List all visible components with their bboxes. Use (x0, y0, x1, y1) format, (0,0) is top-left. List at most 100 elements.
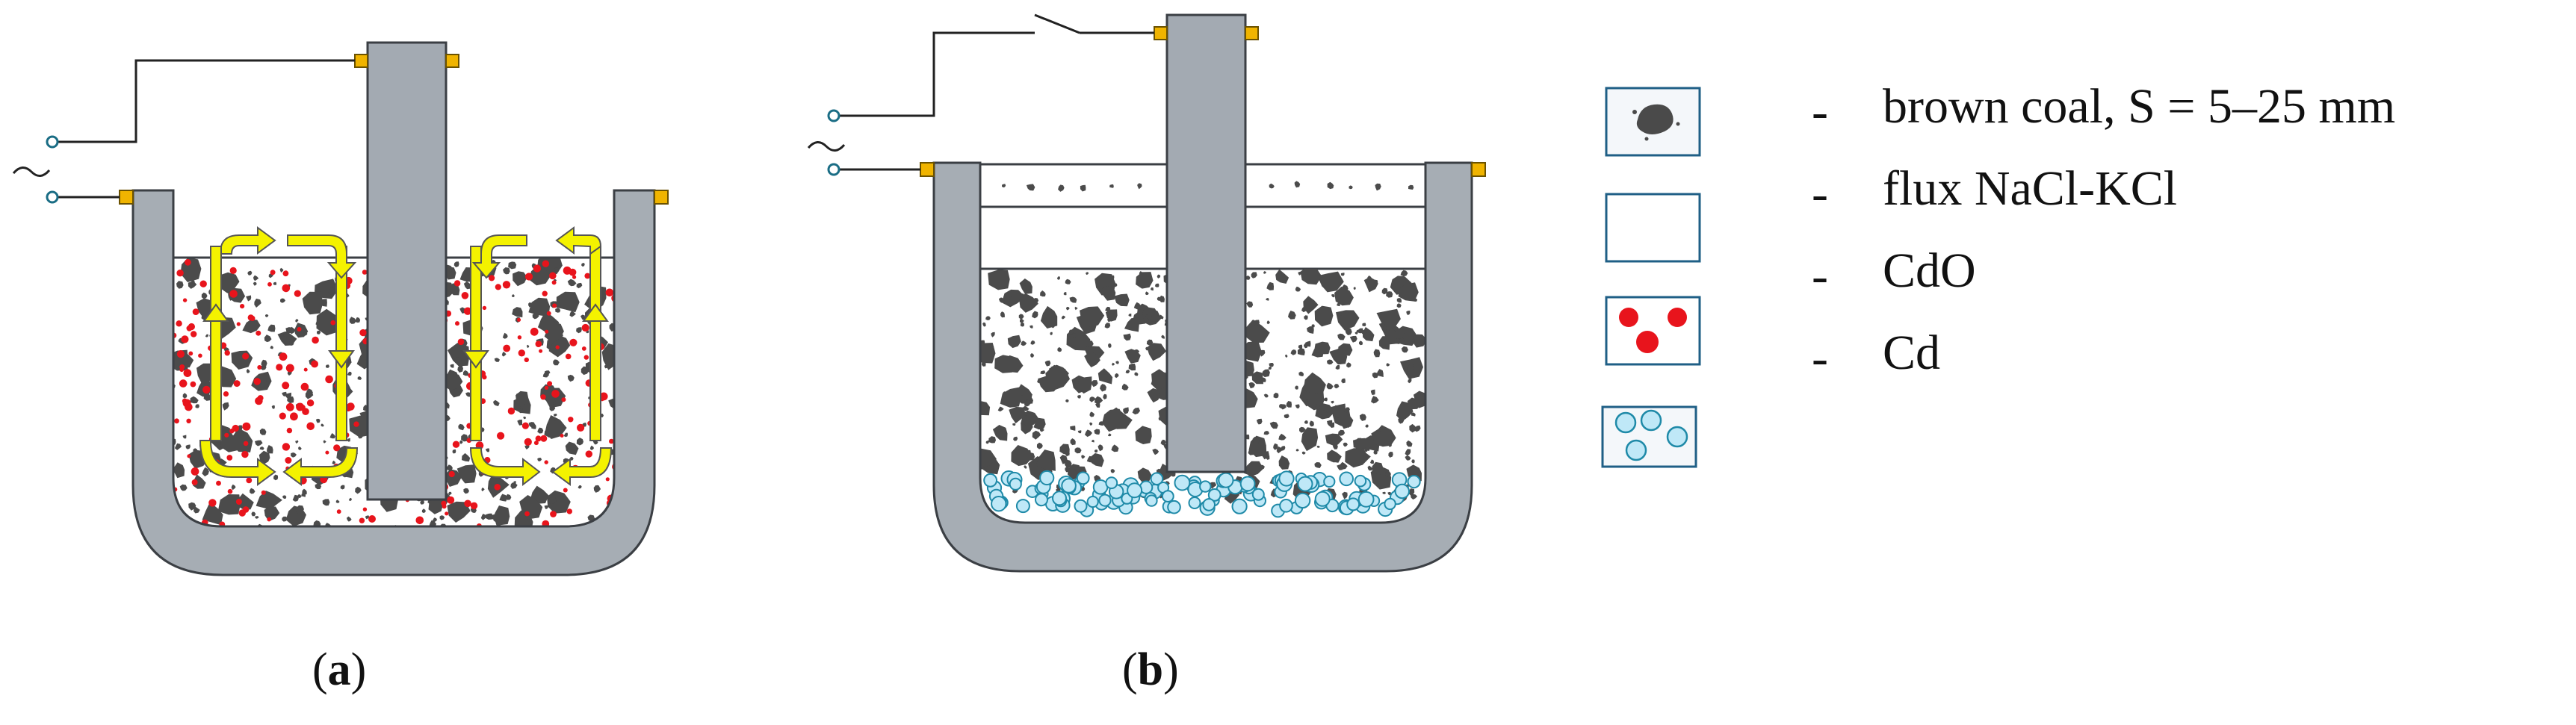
coal-particle (1098, 421, 1103, 426)
coal-particle (292, 494, 299, 502)
coal-particle (1341, 284, 1349, 292)
coal-particle (1128, 314, 1132, 317)
coal-particle (463, 488, 469, 494)
coal-particle (1090, 452, 1104, 467)
legend-dash: - (1812, 249, 1828, 303)
coal-particle (1085, 429, 1092, 438)
coal-particle (576, 438, 583, 446)
cdo-particle (530, 327, 539, 336)
coal-particle (1252, 437, 1260, 444)
cdo-particle (540, 435, 548, 442)
coal-particle (1032, 430, 1041, 440)
coal-particle (1337, 302, 1340, 307)
coal-particle (326, 364, 329, 368)
coal-particle (315, 418, 321, 423)
cd-droplet (1278, 470, 1295, 487)
open-switch-b (1034, 13, 1080, 34)
coal-particle (1145, 314, 1153, 320)
coal-particle (1269, 421, 1278, 429)
coal-particle (501, 351, 507, 357)
coal-particle (1332, 444, 1338, 449)
coal-particle (443, 374, 463, 390)
coal-particle (1154, 283, 1159, 287)
cdo-particle (461, 292, 469, 299)
coal-particle (1128, 364, 1136, 371)
cd-droplet (1357, 491, 1375, 508)
coal-particle (1411, 412, 1416, 417)
legend-label-cdo: CdO (1883, 243, 1976, 298)
coal-particle (355, 317, 361, 323)
legend-dash: - (1812, 167, 1828, 221)
caption-a: (a) (312, 644, 366, 697)
coal-particle (1411, 459, 1415, 464)
coal-particle (1269, 183, 1275, 189)
cd-droplet (1105, 476, 1118, 490)
coal-particle (1102, 408, 1125, 432)
arrow-shaft (210, 246, 222, 441)
coal-particle (323, 440, 326, 444)
coal-particle (1303, 372, 1326, 394)
coal-particle (1145, 291, 1149, 296)
coal-particle (1069, 296, 1077, 303)
coal-particle (1253, 320, 1260, 326)
cdo-particle (294, 290, 301, 297)
coal-particle (1290, 349, 1297, 355)
cdo-particle (524, 273, 533, 281)
coal-particle (1406, 364, 1414, 370)
cd-droplet (983, 473, 997, 488)
crucible-terminal-left-a (119, 190, 134, 205)
cdo-particle (191, 467, 199, 476)
coal-particle (258, 450, 270, 464)
cdo-particle (535, 340, 542, 348)
coal-particle (1033, 417, 1046, 430)
coal-particle (1313, 341, 1331, 355)
coal-particle (1371, 429, 1386, 446)
coal-particle (174, 462, 185, 479)
coal-particle (1301, 427, 1319, 452)
cd-droplet (1015, 499, 1030, 514)
cdo-particle (359, 329, 367, 337)
coal-particle (264, 335, 272, 343)
coal-particle (1074, 306, 1078, 311)
cdo-particle (174, 418, 179, 424)
coal-particle (503, 267, 510, 275)
coal-particle (1327, 359, 1334, 365)
coal-particle (580, 314, 586, 320)
coal-particle (462, 370, 469, 376)
coal-particle (1133, 302, 1141, 310)
coal-particle (1009, 406, 1027, 424)
coal-particle (1357, 328, 1363, 334)
coal-particle (1353, 438, 1369, 449)
coal-particle (428, 498, 443, 514)
coal-particle (1110, 275, 1115, 279)
coal-particle (994, 355, 1018, 373)
flux-icon (1605, 193, 1701, 263)
coal-particle (1111, 444, 1119, 452)
coal-particle (1012, 423, 1016, 426)
coal-particle (1273, 392, 1279, 399)
coal-particle (347, 438, 350, 442)
cdo-particle (566, 508, 572, 514)
cdo-particle (482, 305, 487, 311)
coal-particle (256, 491, 282, 508)
cd-droplet (1174, 474, 1191, 491)
coal-particle (1359, 414, 1366, 421)
coal-particle (254, 298, 261, 308)
coal-particle (537, 458, 542, 461)
cdo-particle (542, 290, 548, 296)
coal-particle (448, 491, 452, 496)
cdo-particle (452, 441, 460, 448)
coal-particle (508, 261, 517, 270)
coal-particle (1071, 333, 1077, 339)
coal-particle (471, 471, 474, 476)
cdo-particle (243, 441, 249, 446)
coal-particle (988, 436, 996, 444)
coal-particle (1147, 343, 1167, 361)
cdo-particle (325, 450, 329, 455)
brown-coal-icon (1605, 87, 1701, 157)
coal-particle (1410, 494, 1418, 500)
coal-particle (1317, 271, 1344, 293)
coal-particle (985, 440, 989, 444)
coal-particle (1338, 429, 1346, 436)
coal-particle (1115, 373, 1119, 379)
